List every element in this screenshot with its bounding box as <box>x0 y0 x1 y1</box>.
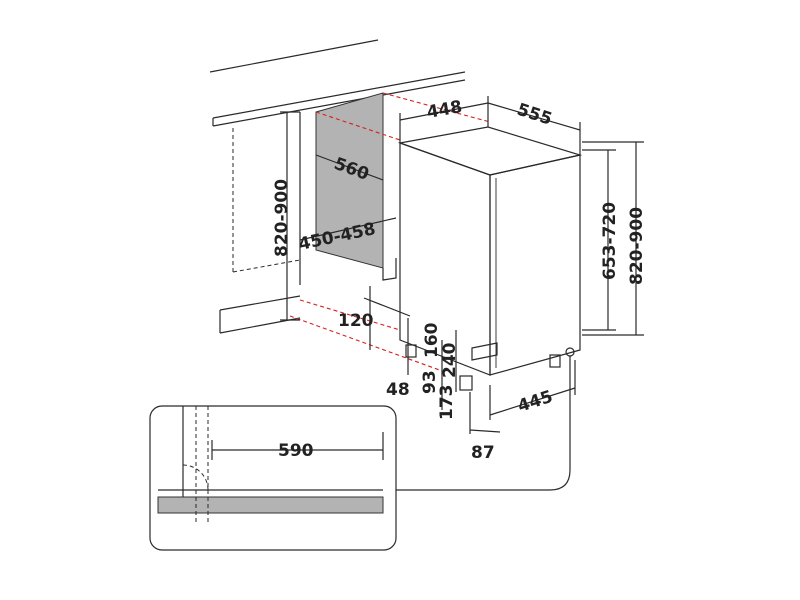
label-appliance-width: 448 <box>425 97 463 123</box>
detail-inset <box>149 405 397 551</box>
label-detail-clearance: 590 <box>278 441 314 461</box>
label-foot-depth: 87 <box>471 443 495 463</box>
label-plinth-160: 160 <box>422 322 442 358</box>
label-total-height: 820-900 <box>627 207 647 285</box>
label-door-height: 653-720 <box>600 202 620 280</box>
label-appliance-depth: 555 <box>514 100 554 130</box>
left-cabinet <box>219 112 301 334</box>
label-plinth-height: 120 <box>338 311 374 331</box>
label-plinth-min: 93 <box>420 370 440 394</box>
label-foot-offset: 48 <box>386 380 410 400</box>
niche-edge <box>382 258 397 281</box>
label-plinth-240: 240 <box>440 342 460 378</box>
guide-lines <box>289 92 491 373</box>
label-niche-height: 820-900 <box>272 179 292 257</box>
dimension-lines <box>280 96 644 434</box>
countertop <box>209 39 466 127</box>
label-plinth-range: 173 <box>437 385 457 421</box>
label-base-depth: 445 <box>515 387 555 417</box>
detail-callout-line <box>396 356 571 491</box>
